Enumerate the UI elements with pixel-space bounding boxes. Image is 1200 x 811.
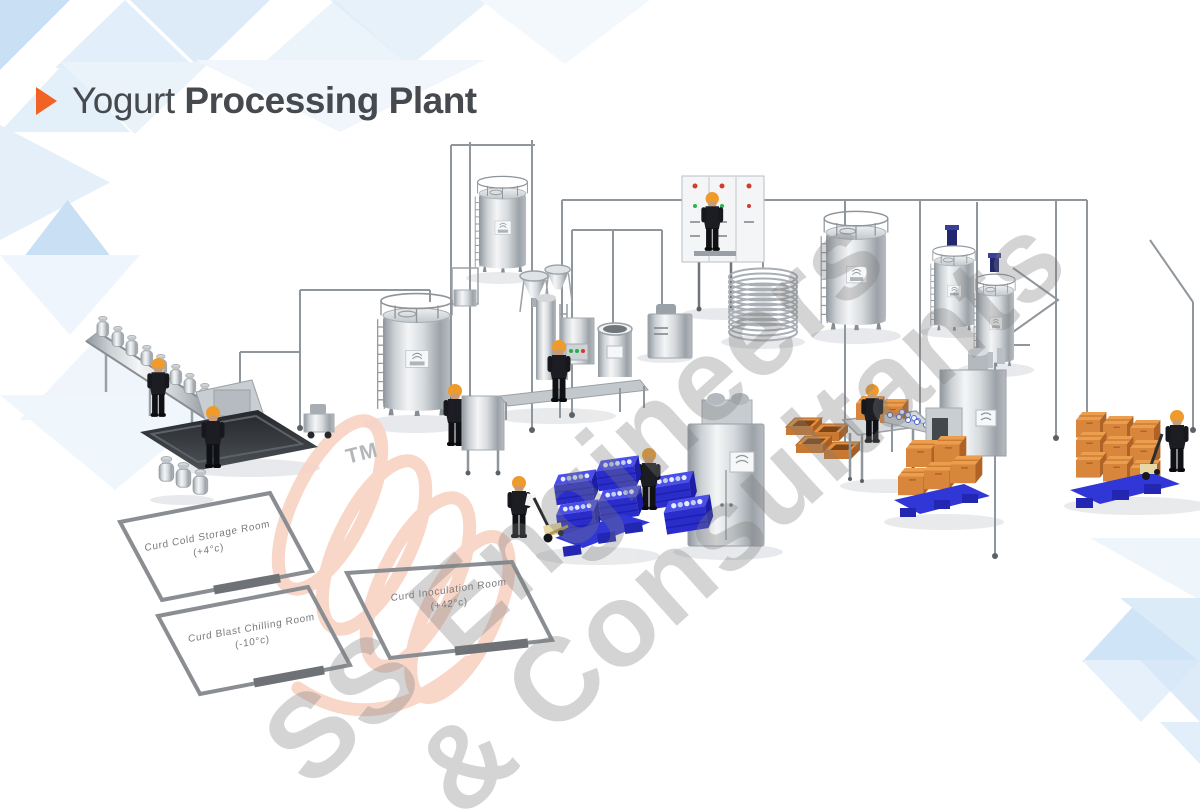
- milk-can: [192, 468, 209, 495]
- carton-packer-machine: [925, 202, 1007, 457]
- can-conveyor: [85, 315, 335, 495]
- agitator-tank: [973, 253, 1016, 368]
- carton-pallet: [894, 435, 990, 517]
- page-title: Yogurt Processing Plant: [36, 80, 477, 122]
- storage-tank: [376, 292, 453, 417]
- storage-tank: [820, 210, 889, 331]
- spiral-coil: [728, 267, 798, 342]
- room-blast-chilling: [154, 584, 354, 697]
- title-light: Yogurt: [72, 80, 175, 121]
- storage-tank: [474, 175, 529, 274]
- crate-pallet-stack: [551, 454, 650, 557]
- room-cold-storage: [116, 490, 316, 603]
- pump-station: [451, 267, 479, 307]
- shipping-stack: [1070, 410, 1189, 508]
- transfer-pump: [303, 404, 335, 439]
- control-panel: [681, 175, 765, 312]
- pallet-jack-worker: [507, 476, 569, 543]
- mixing-vat: [597, 322, 633, 377]
- page-title-text: Yogurt Processing Plant: [72, 80, 477, 122]
- balance-funnel: [544, 264, 573, 303]
- milk-can: [158, 455, 175, 482]
- logo-watermark: [271, 414, 516, 717]
- packing-area: [785, 202, 1007, 483]
- title-bullet-icon: [36, 87, 57, 115]
- milk-can: [175, 461, 192, 488]
- homogenizer: [647, 304, 693, 359]
- process-skid: [499, 264, 693, 420]
- room-inoculation: [343, 559, 556, 661]
- room-outlines: [116, 490, 556, 697]
- filling-machine: [637, 393, 765, 547]
- title-bold: Processing Plant: [184, 80, 477, 121]
- operator-control-box: [443, 384, 505, 476]
- skid-platform: [499, 379, 649, 407]
- pallet-jack-worker: [1140, 410, 1189, 480]
- dump-basin: [140, 410, 318, 470]
- agitator-tank: [930, 225, 976, 332]
